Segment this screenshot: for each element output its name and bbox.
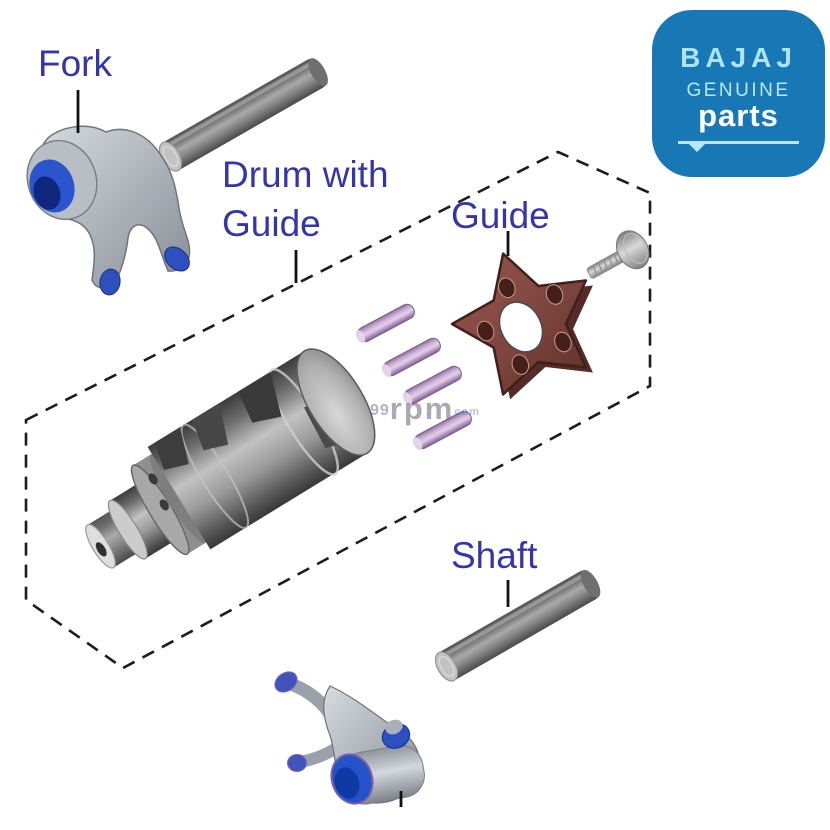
drum-step-cylinder bbox=[110, 479, 180, 559]
watermark-text: rpm bbox=[389, 391, 455, 426]
logo-parts-text: parts bbox=[698, 98, 779, 133]
drum-tip-journal bbox=[87, 506, 145, 568]
drum-label-line2: Guide bbox=[222, 203, 321, 244]
shift-drum-part bbox=[85, 348, 376, 569]
drum-pin bbox=[402, 365, 462, 406]
upper-fork-rod-part bbox=[158, 58, 328, 172]
upper-shift-fork-part bbox=[26, 125, 191, 296]
guide-star-part bbox=[450, 252, 593, 400]
lower-shift-fork-part bbox=[274, 671, 425, 805]
bajaj-genuine-parts-logo: BAJAJ GENUINE parts bbox=[652, 10, 825, 177]
shaft-label: Shaft bbox=[451, 535, 538, 576]
logo-genuine-text: GENUINE bbox=[686, 80, 791, 101]
drum-end-face bbox=[296, 348, 376, 456]
fork-label: Fork bbox=[38, 43, 112, 84]
watermark-prefix: 99 bbox=[370, 402, 390, 419]
drum-pin bbox=[355, 303, 415, 344]
lower-fork-pad bbox=[287, 754, 307, 772]
upper-fork-pad bbox=[99, 268, 121, 296]
drum-cam-groove bbox=[191, 403, 229, 451]
drum-cam-groove bbox=[237, 371, 282, 423]
dashed-boundary-outline bbox=[24, 150, 652, 670]
upper-fork-pad bbox=[164, 246, 190, 272]
pointer-lines bbox=[76, 90, 510, 807]
drum-pins-group bbox=[355, 303, 472, 451]
lower-fork-pad bbox=[274, 671, 298, 693]
logo-brand-text: BAJAJ bbox=[680, 42, 797, 73]
drum-pin bbox=[412, 410, 472, 451]
drum-label-line1: Drum with bbox=[222, 154, 389, 195]
drum-pin bbox=[381, 337, 441, 378]
guide-star-center-hole bbox=[498, 301, 544, 353]
watermark-suffix: com bbox=[454, 406, 480, 418]
drum-cam-groove bbox=[154, 427, 189, 470]
watermark: 99 rpm com bbox=[370, 393, 480, 424]
guide-bolt-part bbox=[586, 230, 650, 279]
lower-shaft-rod-part bbox=[434, 569, 601, 682]
logo-underline bbox=[678, 141, 799, 144]
guide-label: Guide bbox=[451, 195, 550, 236]
logo-arrow-icon bbox=[688, 143, 706, 152]
